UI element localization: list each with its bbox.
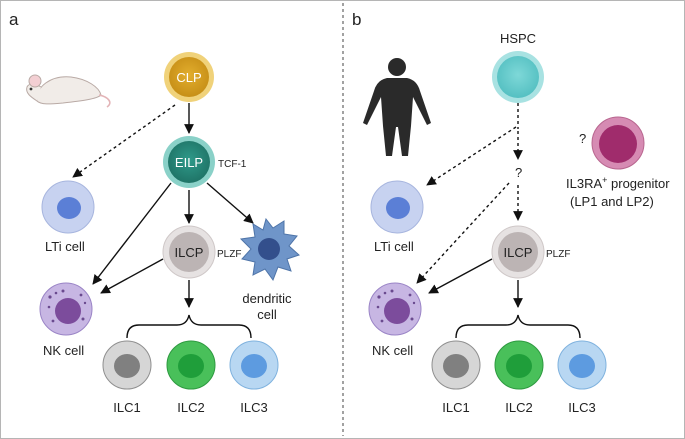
human-icon [363, 58, 431, 156]
hspc-label: HSPC [500, 31, 536, 46]
ilc3-cell [229, 340, 279, 390]
arrow-hspc-lti [426, 126, 517, 186]
ilc1-cell [102, 340, 152, 390]
arrow-ilcp-nk [100, 258, 164, 294]
eilp-label: EILP [175, 155, 203, 170]
ilc1-cell-b [431, 340, 481, 390]
ilc1-label-b: ILC1 [442, 400, 469, 415]
progenitor-label-line1: IL3RA+ progenitor [566, 175, 670, 191]
progenitor-label-gene: IL3RA [566, 176, 602, 191]
ilc2-label: ILC2 [177, 400, 204, 415]
lti-cell [41, 180, 95, 234]
ilc3-label-b: ILC3 [568, 400, 595, 415]
ilcp-label-b: ILCP [504, 245, 533, 260]
nk-cell [39, 282, 93, 336]
ilcp-cell: ILCP [162, 225, 216, 279]
eilp-cell: EILP [163, 136, 215, 188]
lti-cell-b [370, 180, 424, 234]
ilc-bracket [126, 314, 252, 339]
plzf-marker-label-b: PLZF [546, 249, 570, 260]
nk-label: NK cell [43, 343, 84, 358]
arrow-eilp-nk [92, 182, 172, 285]
arrow-eilp-dc [206, 182, 254, 224]
clp-label: CLP [176, 70, 201, 85]
clp-cell: CLP [164, 52, 214, 102]
panel-label-a: a [9, 10, 19, 29]
arrow-question-nk [416, 182, 510, 284]
mouse-icon [26, 74, 111, 108]
hspc-cell [492, 51, 544, 103]
ilc1-label: ILC1 [113, 400, 140, 415]
question-mark-mid: ? [515, 165, 522, 180]
il3ra-progenitor-cell [591, 116, 645, 170]
ilc-bracket-b [455, 314, 581, 339]
ilc2-label-b: ILC2 [505, 400, 532, 415]
dc-label-line1: dendritic [242, 291, 292, 306]
progenitor-label-sup: + [602, 175, 607, 185]
plzf-marker-label: PLZF [217, 249, 241, 260]
dc-label-line2: cell [257, 307, 277, 322]
lti-label: LTi cell [45, 239, 85, 254]
ilcp-cell-b: ILCP [491, 225, 545, 279]
progenitor-label-rest: progenitor [607, 176, 670, 191]
ilc3-label: ILC3 [240, 400, 267, 415]
dendritic-cell-icon [239, 217, 300, 282]
panel-label-b: b [352, 10, 361, 29]
lti-label-b: LTi cell [374, 239, 414, 254]
progenitor-label-line2: (LP1 and LP2) [570, 194, 654, 209]
nk-label-b: NK cell [372, 343, 413, 358]
ilc3-cell-b [557, 340, 607, 390]
ilcp-label: ILCP [175, 245, 204, 260]
ilc2-cell-b [494, 340, 544, 390]
ilc2-cell [166, 340, 216, 390]
arrow-ilcp-nk-b [428, 258, 493, 294]
nk-cell-b [368, 282, 422, 336]
question-mark-progenitor: ? [579, 131, 586, 146]
arrow-clp-lti [72, 104, 176, 178]
tcf1-marker-label: TCF-1 [218, 159, 247, 170]
